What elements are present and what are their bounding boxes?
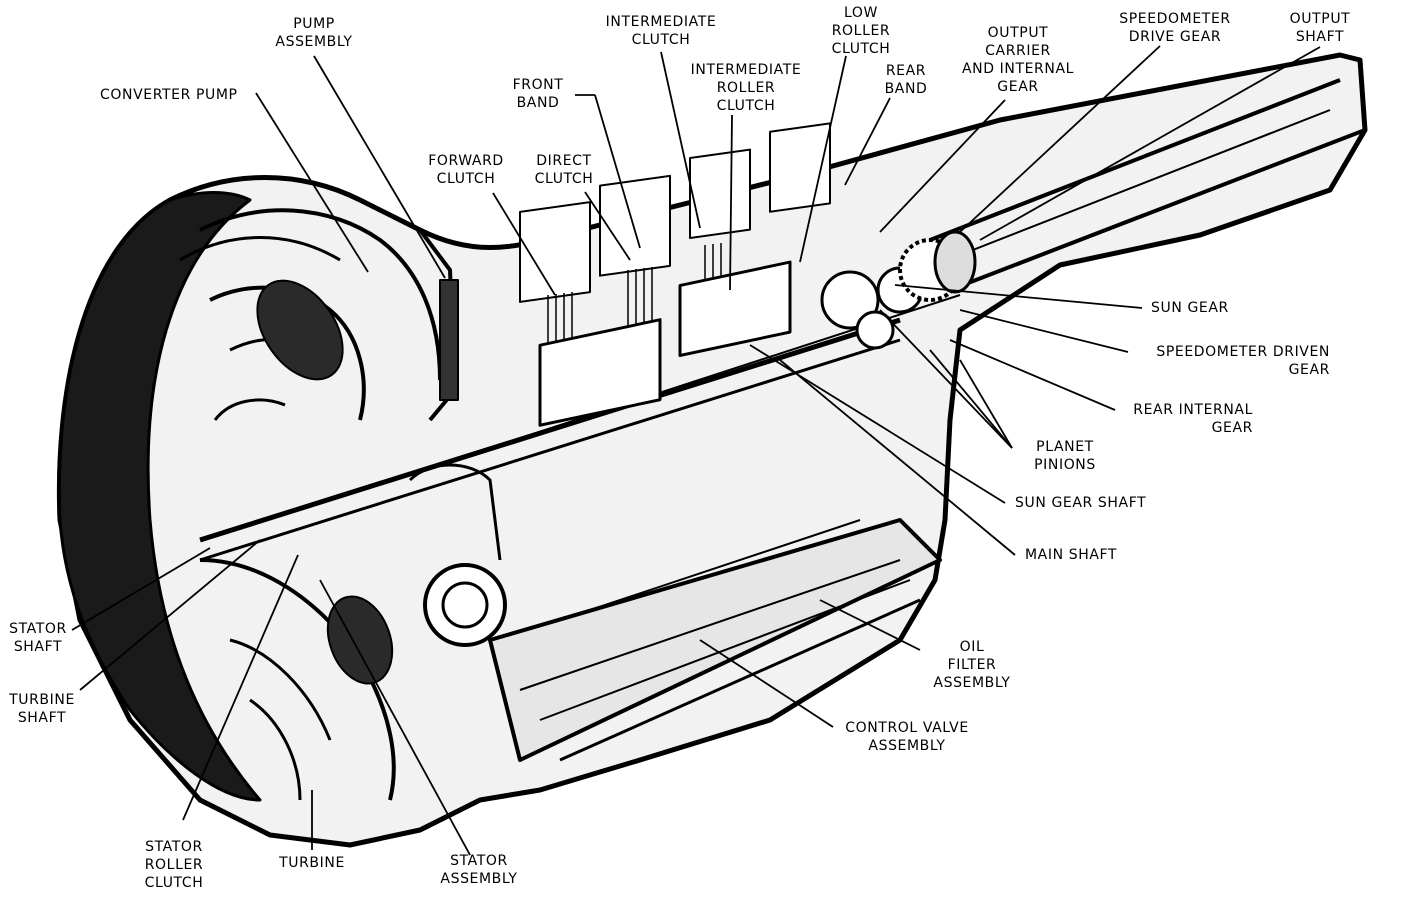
turbine-label: TURBINE — [279, 855, 345, 871]
callout-leader-lines — [71, 45, 1321, 856]
sun-gear-shaft-label: SUN GEAR SHAFT — [1015, 495, 1147, 511]
sun-gear-label: SUN GEAR — [1151, 300, 1229, 316]
main-shaft-label: MAIN SHAFT — [1025, 547, 1118, 563]
transmission-housing — [56, 52, 1368, 848]
converter-pump-label: CONVERTER PUMP — [100, 87, 238, 103]
